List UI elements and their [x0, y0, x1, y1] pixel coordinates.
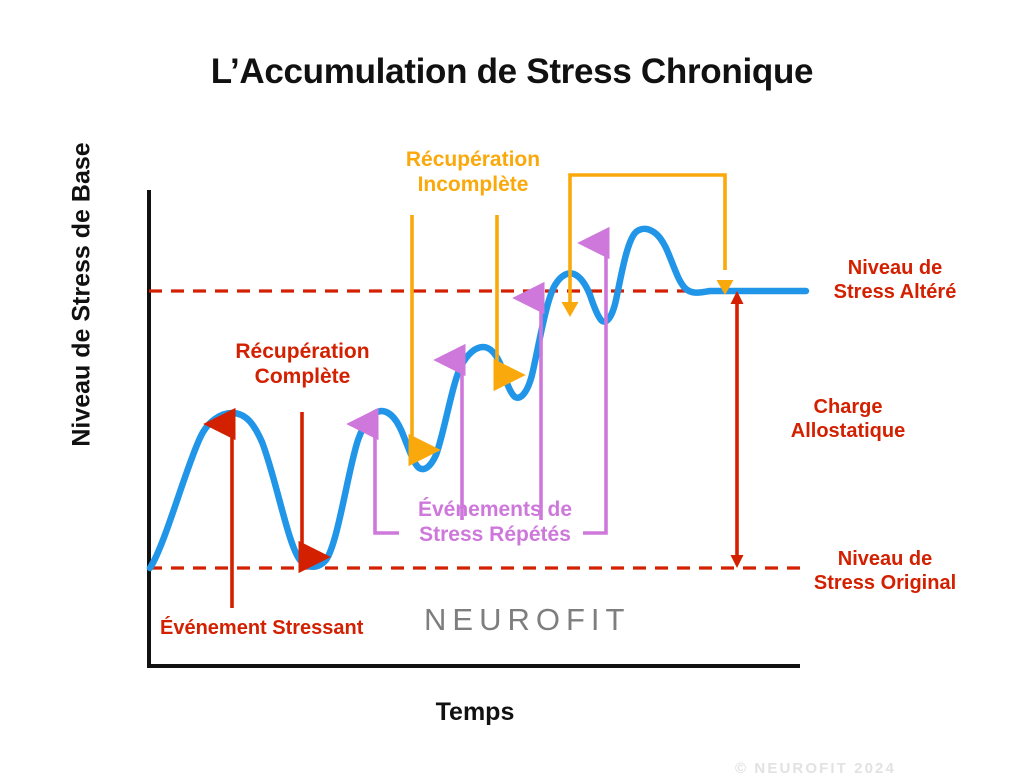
copyright-notice: © NEUROFIT 2024: [735, 760, 896, 777]
incomplete-recovery-bracket: [568, 173, 727, 305]
repeated-stress-events-label-line1: Événements de: [417, 498, 573, 521]
original-stress-level-label: Niveau de Stress Original: [790, 548, 980, 595]
incomplete-recovery-label-line1: Récupération: [405, 148, 541, 171]
x-axis-label: Temps: [435, 698, 515, 726]
altered-stress-level-label-line2: Stress Altéré: [833, 280, 957, 303]
neurofit-watermark: NEUROFIT: [424, 602, 631, 637]
altered-stress-level-label: Niveau de Stress Altéré: [800, 257, 990, 304]
stressful-event-label: Événement Stressant: [160, 617, 364, 639]
complete-recovery-label: Récupération Complète: [215, 340, 390, 390]
allostatic-load-label-line2: Allostatique: [790, 419, 906, 442]
stress-level-curve: [146, 225, 810, 572]
complete-recovery-label-line1: Récupération: [235, 340, 370, 363]
repeated-stress-events-label: Événements de Stress Répétés: [405, 498, 585, 548]
repeated-stress-bracket-right: [583, 520, 608, 535]
incomplete-recovery-label-line2: Incomplète: [417, 172, 529, 196]
allostatic-load-label-line1: Charge: [813, 396, 883, 418]
original-stress-level-label-line2: Stress Original: [813, 571, 957, 594]
page-title: L’Accumulation de Stress Chronique: [210, 52, 814, 91]
incomplete-recovery-arrow-4-head: [716, 280, 734, 295]
allostatic-load-label: Charge Allostatique: [753, 396, 943, 443]
altered-stress-level-label-line1: Niveau de: [847, 257, 943, 279]
complete-recovery-label-line2: Complète: [254, 364, 351, 388]
allostatic-load-arrowhead-down: [730, 555, 744, 568]
original-stress-level-label-line1: Niveau de: [837, 548, 933, 570]
repeated-stress-bracket-left: [373, 520, 399, 535]
repeated-stress-events-label-line2: Stress Répétés: [419, 522, 571, 546]
incomplete-recovery-label: Récupération Incomplète: [388, 148, 558, 198]
allostatic-load-arrowhead-up: [730, 291, 744, 304]
incomplete-recovery-arrow-3-head: [561, 302, 579, 317]
